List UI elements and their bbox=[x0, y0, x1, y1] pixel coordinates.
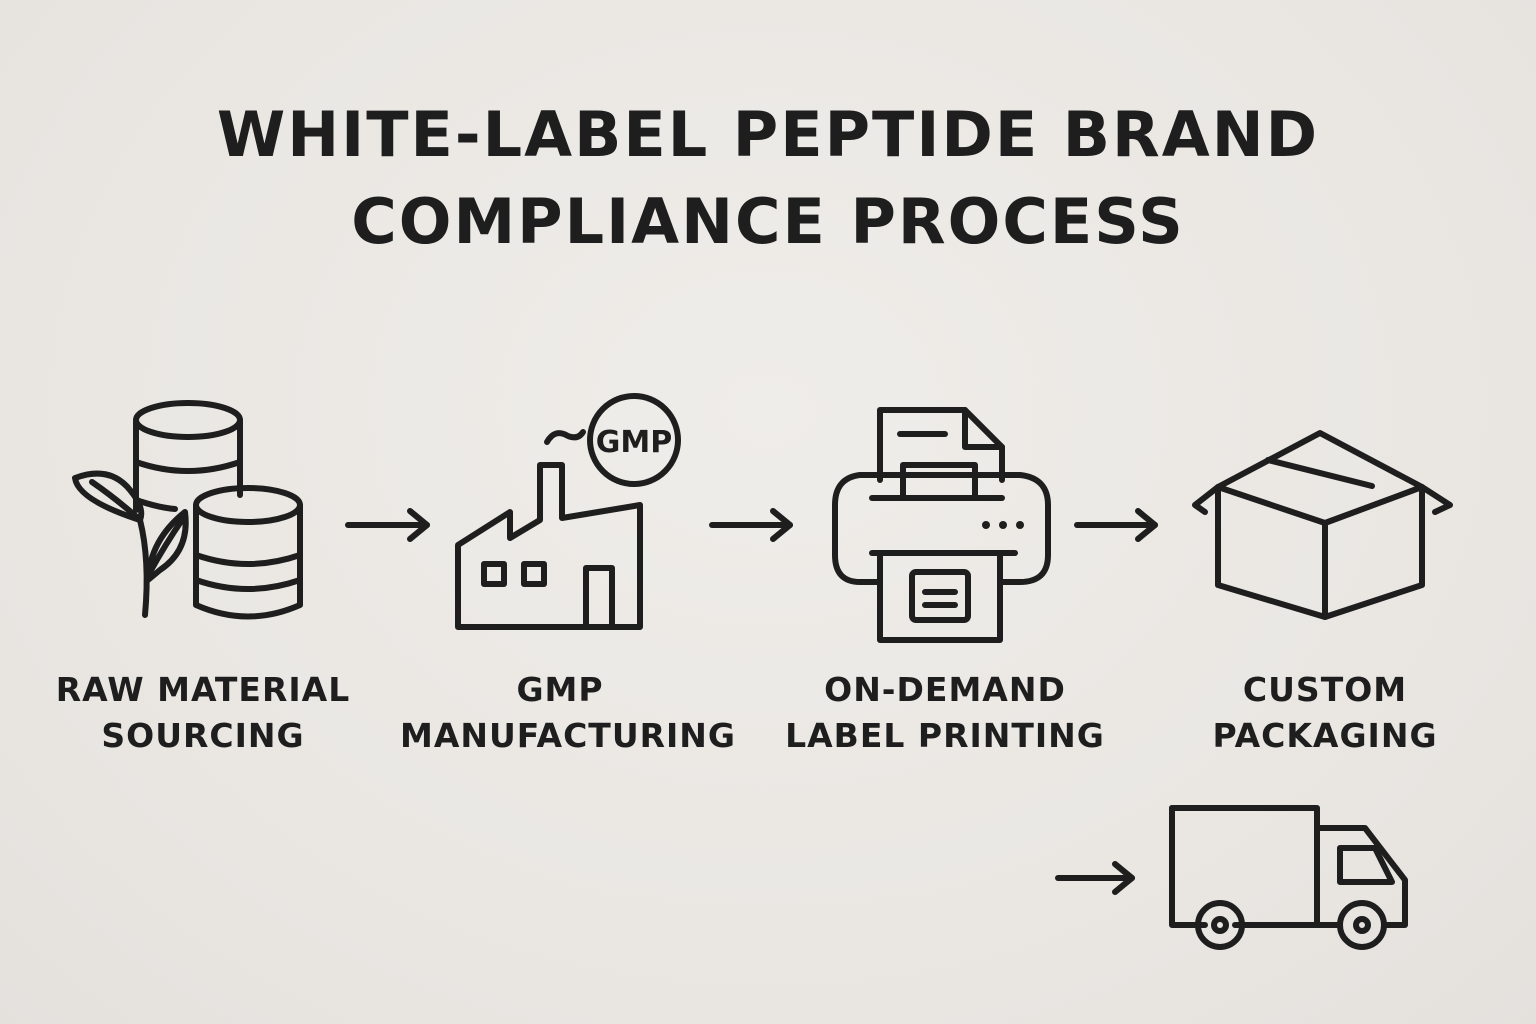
leaf-icon bbox=[72, 470, 189, 618]
step-label-line: MANUFACTURING bbox=[400, 716, 737, 755]
barrels-leaf-icon bbox=[72, 400, 303, 620]
step-label-line: SOURCING bbox=[101, 716, 305, 755]
flow-arrow-3 bbox=[1074, 508, 1158, 542]
step-label-line: ON-DEMAND bbox=[824, 670, 1066, 709]
step-label-label-printing: ON-DEMAND LABEL PRINTING bbox=[785, 667, 1105, 759]
flow-arrow-2 bbox=[709, 508, 793, 542]
diagram-title-line-2: COMPLIANCE PROCESS bbox=[351, 185, 1185, 258]
flow-arrow-4 bbox=[1055, 861, 1135, 895]
step-label-custom-packaging: CUSTOM PACKAGING bbox=[1185, 667, 1465, 759]
gmp-badge-text: GMP bbox=[596, 425, 672, 460]
step-label-raw-material: RAW MATERIAL SOURCING bbox=[53, 667, 353, 759]
step-label-line: CUSTOM bbox=[1242, 670, 1408, 709]
barrel-back-icon bbox=[133, 400, 243, 513]
gmp-badge-icon bbox=[587, 393, 681, 487]
diagram-title-line-1: WHITE-LABEL PEPTIDE BRAND bbox=[216, 98, 1320, 171]
barrel-front-icon bbox=[193, 485, 303, 620]
step-label-line: PACKAGING bbox=[1212, 716, 1438, 755]
step-label-gmp-manufacturing: GMP MANUFACTURING bbox=[400, 667, 737, 759]
step-label-line: GMP bbox=[516, 670, 604, 709]
printer-icon bbox=[832, 407, 1051, 643]
delivery-truck-icon bbox=[1169, 805, 1408, 950]
step-label-line: LABEL PRINTING bbox=[785, 716, 1105, 755]
smoke-icon bbox=[544, 429, 586, 445]
box-icon bbox=[1192, 430, 1453, 620]
printer-status-lights bbox=[982, 521, 1024, 529]
factory-icon bbox=[455, 393, 681, 630]
flow-arrow-1 bbox=[345, 508, 430, 542]
step-label-line: RAW MATERIAL bbox=[55, 670, 351, 709]
